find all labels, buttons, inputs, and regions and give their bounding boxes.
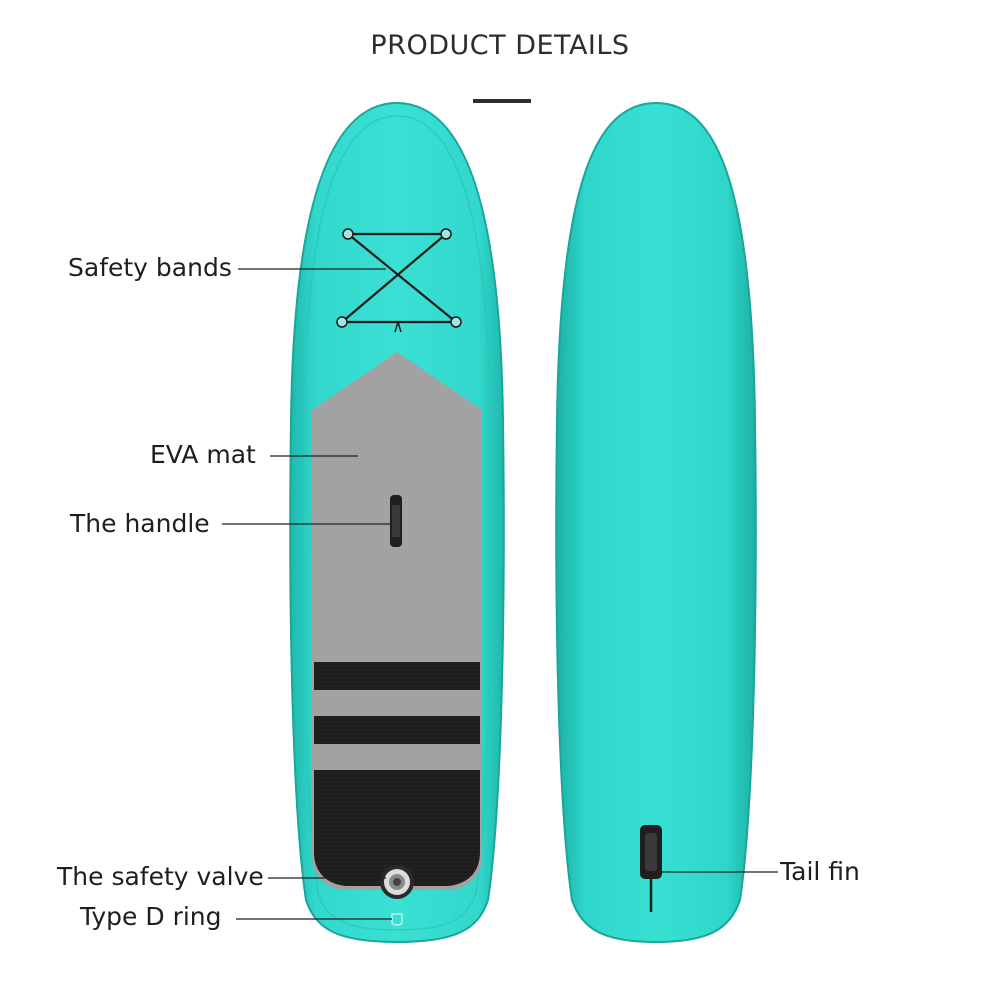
label-tail-fin: Tail fin — [780, 857, 860, 886]
carry-handle-icon — [390, 495, 402, 547]
mat-stripe — [314, 662, 480, 690]
bungee-cord-icon — [336, 228, 462, 333]
board-bottom-view — [555, 101, 757, 944]
label-safety-bands: Safety bands — [68, 253, 232, 282]
board-bottom-outline — [555, 101, 757, 944]
board-top-view — [289, 101, 505, 944]
label-eva-mat: EVA mat — [150, 440, 256, 469]
valve-icon — [380, 865, 414, 899]
label-d-ring: Type D ring — [80, 902, 222, 931]
label-safety-valve: The safety valve — [57, 862, 264, 891]
mat-stripe — [314, 716, 480, 744]
title-underline — [473, 99, 531, 103]
eva-mat — [312, 352, 482, 890]
d-ring-icon — [391, 913, 403, 926]
fin-icon — [640, 825, 662, 912]
mat-tail-pad — [314, 770, 480, 886]
label-handle: The handle — [70, 509, 210, 538]
page-title: PRODUCT DETAILS — [370, 30, 630, 61]
